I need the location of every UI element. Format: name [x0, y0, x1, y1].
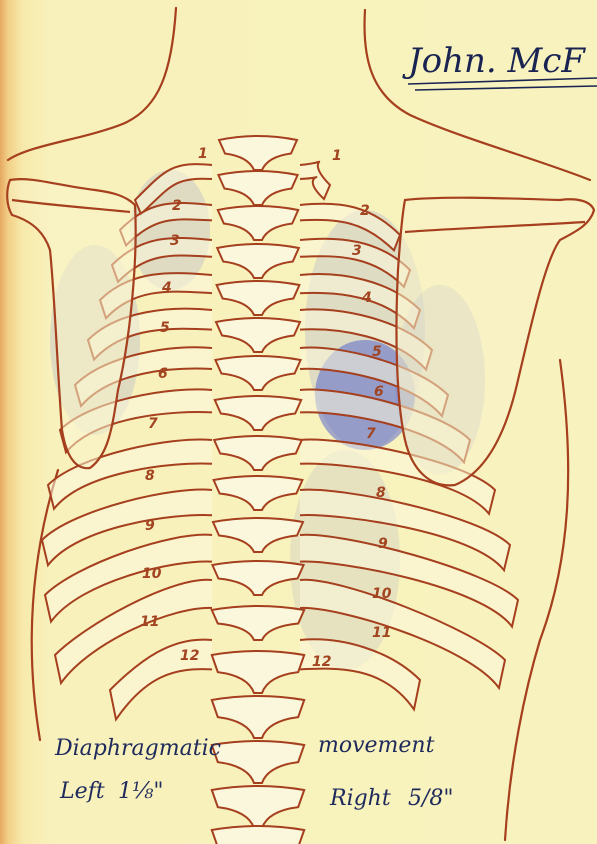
vertebra [219, 136, 297, 170]
vertebra [218, 206, 298, 240]
vertebra [213, 518, 303, 552]
vertebra [218, 171, 297, 205]
vertebra [212, 786, 304, 828]
left-rib-number: 7 [148, 416, 158, 432]
vertebra [215, 396, 301, 430]
left-rib-number: 11 [140, 614, 159, 630]
vertebra [212, 606, 304, 640]
vertebra [217, 281, 300, 315]
patient-name: John. McF [402, 41, 586, 81]
note-right-value: 5/8" [408, 786, 454, 811]
note-diaphragmatic: Diaphragmatic [54, 736, 221, 761]
note-right-label: Right [329, 786, 391, 811]
left-rib-number: 2 [172, 198, 182, 214]
right-rib-number: 7 [366, 426, 376, 442]
vertebra [212, 696, 304, 738]
right-rib-number: 6 [374, 384, 384, 400]
left-rib-number: 1 [198, 146, 208, 162]
left-rib-number: 8 [145, 468, 155, 484]
left-scapula [7, 179, 135, 468]
right-rib-number: 2 [360, 203, 370, 219]
vertebra [212, 651, 304, 693]
right-rib-number: 12 [312, 654, 331, 670]
right-rib [300, 639, 420, 709]
right-rib-number: 9 [378, 536, 388, 552]
vertebra [214, 436, 302, 470]
right-rib-number: 1 [332, 148, 342, 164]
right-rib-number: 4 [361, 290, 372, 306]
right-rib-number: 10 [372, 586, 392, 602]
left-rib-number: 9 [145, 518, 155, 534]
note-left-value: 1⅛" [118, 779, 163, 804]
right-rib-number: 3 [352, 243, 362, 259]
left-rib-number: 6 [158, 366, 168, 382]
left-rib-number: 3 [170, 233, 180, 249]
vertebra [212, 741, 304, 783]
right-rib-number: 8 [376, 485, 386, 501]
vertebral-column [212, 136, 304, 844]
left-rib-number: 12 [180, 648, 199, 664]
left-rib-number: 4 [161, 280, 172, 296]
left-rib-number: 10 [142, 566, 162, 582]
vertebra [212, 826, 304, 844]
left-rib-number: 5 [160, 320, 170, 336]
vertebra [214, 476, 303, 510]
vertebra [216, 318, 300, 352]
right-rib [300, 162, 330, 199]
right-scapula [396, 198, 594, 486]
vertebra [215, 356, 300, 390]
vertebra [212, 561, 303, 595]
note-left-label: Left [59, 779, 105, 804]
vertebra [217, 244, 299, 278]
right-rib-number: 5 [372, 344, 382, 360]
note-movement: movement [318, 733, 435, 758]
right-rib-number: 11 [372, 625, 391, 641]
